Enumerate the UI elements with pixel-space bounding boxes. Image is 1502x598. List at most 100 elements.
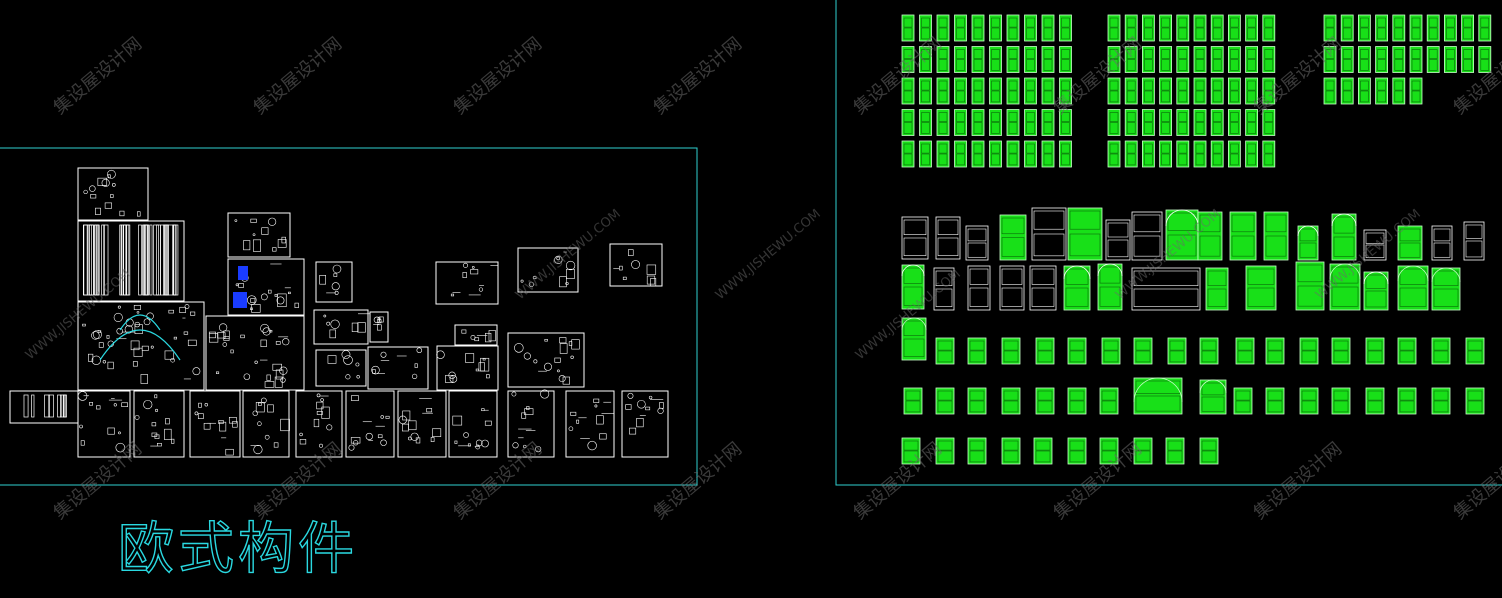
window-row-5-5 [1033, 437, 1053, 465]
sheet-statues-mark [137, 211, 141, 217]
sheet-mouldings-mark [559, 276, 567, 288]
watermark-text: 集设屋设计网 [50, 33, 146, 119]
ornate-door-9-arch [1165, 209, 1199, 227]
sheet-empty-frame-mark [471, 266, 475, 269]
blue-highlight [233, 292, 247, 308]
window-row-3-17-panel-bottom [1467, 350, 1483, 363]
sheet-ornaments-mark [216, 371, 220, 374]
sheet-statues-mark [111, 183, 116, 187]
library-a-door-panel-bottom [1043, 27, 1053, 40]
library-c-door [1392, 77, 1406, 105]
library-c-door [1409, 14, 1423, 42]
library-b-door [1193, 46, 1207, 73]
sheet-legend-mark [627, 392, 634, 399]
sheet-reliefs-border [367, 346, 429, 390]
arched-door-1 [901, 264, 925, 310]
library-b-door-panel-top [1144, 80, 1153, 91]
library-b-door [1124, 14, 1138, 42]
sheet-small-parts-mark [646, 275, 656, 285]
sheet-columns-mark [167, 224, 174, 296]
library-c-door-panel-bottom [1428, 59, 1438, 71]
library-b-door [1210, 140, 1224, 168]
sheet-fountain-elevation-mark [141, 345, 149, 351]
library-a-door [1059, 140, 1072, 168]
library-a-door-panel-top [1043, 112, 1053, 122]
window-row-5-4-panel-top [1003, 440, 1019, 451]
sheet-empty-frame-mark [462, 272, 467, 278]
library-c-door-panel-top [1342, 49, 1352, 59]
library-a-door-panel-top [973, 80, 983, 91]
sheet-fountain-elevation-mark [113, 312, 123, 322]
library-b-door-panel-top [1109, 112, 1119, 122]
sheet-legend-border [621, 390, 669, 458]
sheet-legend-mark [648, 395, 653, 400]
library-c-door-panel-bottom [1342, 27, 1352, 40]
sheet-table-b [133, 390, 185, 458]
library-b-door [1228, 77, 1241, 105]
library-a-door-panel-bottom [921, 59, 930, 71]
library-c-door-panel-top [1360, 49, 1369, 59]
watermark-text: 集设屋设计网 [250, 438, 346, 524]
sheet-legend-mark [637, 399, 646, 409]
sheet-frames-e-border [295, 390, 343, 458]
window-row-3-7 [1133, 337, 1153, 365]
sheet-table-a-mark [107, 427, 115, 435]
arched-door-9-panel-top [1207, 270, 1227, 286]
arched-door-3 [967, 265, 991, 311]
sheet-frames-e [295, 390, 343, 458]
library-b-door-panel-top [1247, 112, 1256, 122]
library-a-door-panel-bottom [991, 122, 1000, 134]
window-row-4-2-panel-top [937, 390, 953, 401]
library-b-door-panel-bottom [1144, 153, 1153, 166]
library-a-door [989, 14, 1002, 42]
library-b-door [1159, 77, 1172, 105]
library-b-door-panel-bottom [1247, 59, 1256, 71]
library-a-door-panel-bottom [938, 153, 948, 166]
sheet-mouldings-mark [533, 276, 537, 280]
library-a-door-panel-top [1008, 17, 1018, 28]
sheet-fountain-elevation-mark [91, 355, 101, 365]
library-b-door-panel-top [1264, 17, 1274, 28]
window-row-4-6-panel-bottom [1069, 400, 1085, 413]
library-b-door [1159, 14, 1172, 42]
window-row-5-1-panel-bottom [903, 450, 919, 463]
window-row-5-6-panel-bottom [1069, 450, 1085, 463]
sheet-vases-mark [570, 355, 574, 359]
watermark-text: 集设屋设计网 [1250, 438, 1346, 524]
library-a-door-panel-top [938, 80, 948, 91]
library-a-door-panel-bottom [1043, 153, 1053, 166]
library-a-door-panel-top [973, 49, 983, 59]
sheet-frames-d-mark [257, 421, 262, 426]
library-a-door-panel-top [1061, 80, 1070, 91]
window-row-4b-4-panel-bottom [1333, 400, 1349, 413]
library-b-door-panel-top [1109, 143, 1119, 154]
ornate-door-18-panel-top [1465, 224, 1483, 239]
sheet-doors-g [448, 390, 498, 458]
window-row-4-5 [1035, 387, 1055, 415]
library-b-door-panel-top [1264, 112, 1274, 122]
window-row-4b-3-panel-top [1301, 390, 1317, 401]
watermark-text: 集设屋设计网 [250, 33, 346, 119]
library-b-door [1107, 14, 1121, 42]
fountain-water [99, 314, 181, 361]
library-c-door-panel-bottom [1394, 27, 1404, 40]
blue-highlight [238, 266, 248, 280]
window-row-3-5 [1067, 337, 1087, 365]
library-b-door-panel-bottom [1178, 59, 1188, 71]
library-c-door-panel-bottom [1342, 59, 1352, 71]
sheet-ornaments-mark [222, 342, 228, 347]
watermark-text: 集设屋设计网 [450, 33, 546, 119]
sheet-fountain-elevation [77, 301, 205, 391]
sheet-frames-d-mark [258, 402, 262, 406]
library-a-door-panel-bottom [973, 153, 983, 166]
library-c-door-panel-bottom [1446, 59, 1455, 71]
library-c-door [1323, 46, 1337, 73]
library-b-door-panel-top [1247, 17, 1256, 28]
ornate-door-16-panel-top [1399, 228, 1421, 242]
arched-door-14-arch [1397, 265, 1429, 282]
arched-door-5-panel-bottom [1031, 287, 1055, 307]
sheet-statues-mark [107, 169, 116, 179]
window-row-3-13 [1331, 337, 1351, 365]
